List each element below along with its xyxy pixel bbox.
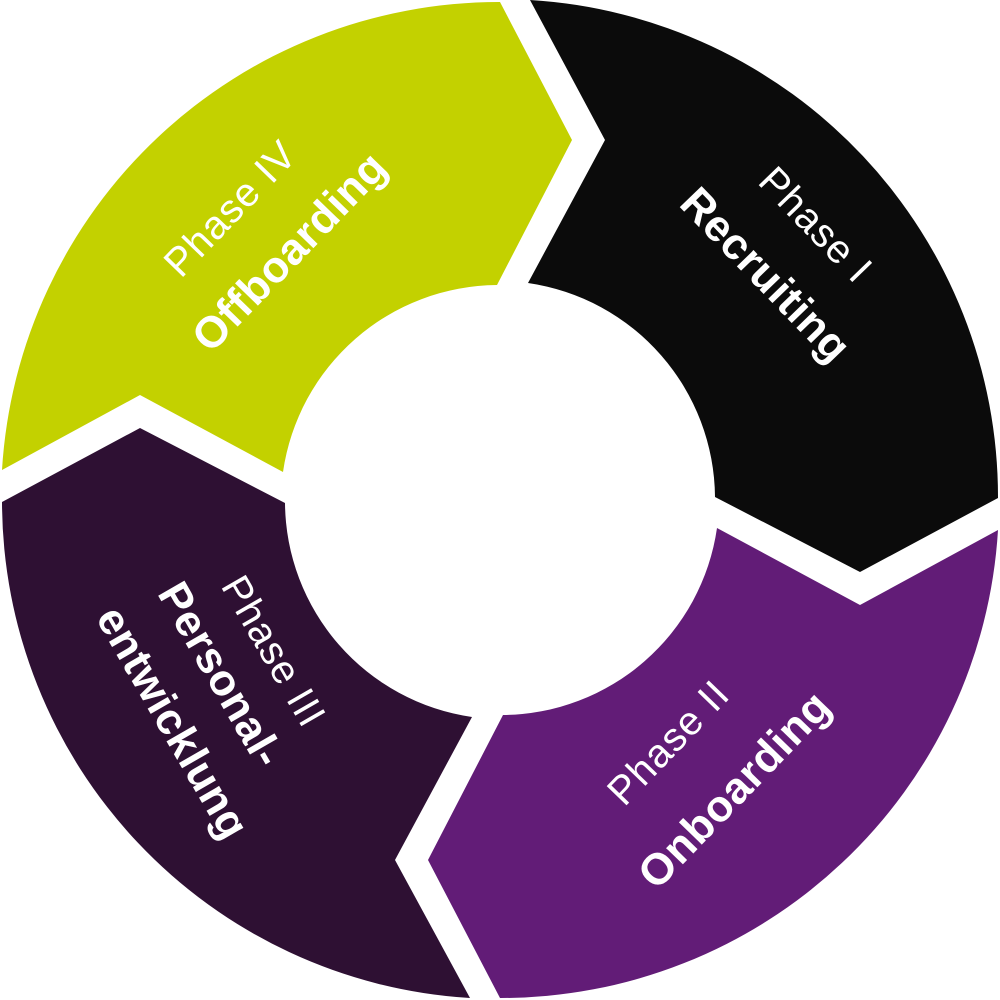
segment-phase-1[interactable] [528, 0, 999, 572]
segment-phase-4[interactable] [2, 1, 572, 473]
segment-phase-3[interactable] [2, 428, 472, 998]
segment-phase-2[interactable] [428, 528, 998, 999]
